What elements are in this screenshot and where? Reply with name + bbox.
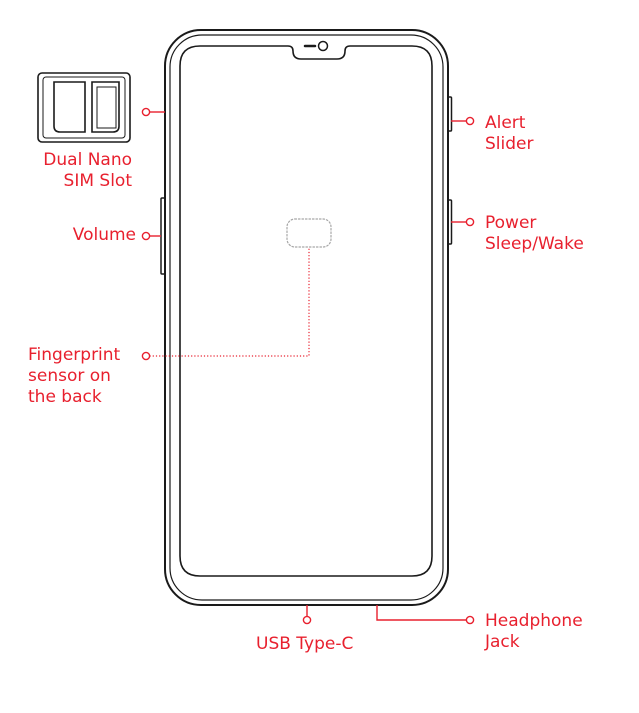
label-volume: Volume [72, 225, 136, 245]
label-power: Power Sleep/Wake [485, 213, 584, 254]
volume-button [160, 197, 166, 275]
label-usb: USB Type-C [256, 634, 354, 654]
label-headphone-jack: Headphone Jack [485, 611, 583, 652]
label-alert-slider: Alert Slider [485, 113, 534, 154]
label-sim-slot: Dual Nano SIM Slot [43, 150, 132, 191]
phone-body [160, 29, 453, 606]
phone-inner-shell [169, 34, 444, 601]
leader-lines [141, 107, 475, 625]
alert-slider-switch [447, 96, 453, 132]
phone-screen [179, 45, 433, 577]
front-camera-icon [317, 40, 329, 52]
label-fingerprint: Fingerprint sensor on the back [28, 345, 121, 407]
fingerprint-sensor-icon [286, 218, 332, 248]
sim-tray-icon [37, 72, 131, 143]
power-button [447, 199, 453, 245]
phone-outer-shell [164, 29, 449, 606]
